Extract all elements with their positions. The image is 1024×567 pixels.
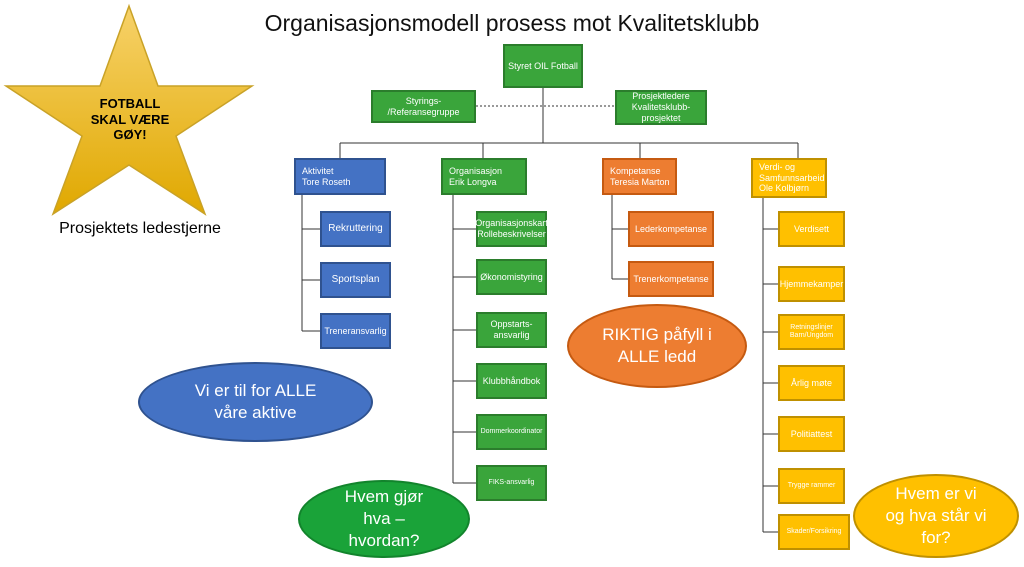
values-head-box: Verdi- og Samfunnsarbeid Ole Kolbjørn [751, 158, 827, 198]
values-item-police-certificate: Politiattest [778, 416, 845, 452]
organisation-item-fiks: FIKS-ansvarlig [476, 465, 547, 501]
bubble-yellow: Hvem er vi og hva står vi for? [853, 474, 1019, 558]
bubble-blue: Vi er til for ALLE våre aktive [138, 362, 373, 442]
competence-item-leader: Lederkompetanse [628, 211, 714, 247]
organisation-item-org-chart: Organisasjonskart Rollebeskrivelser [475, 211, 548, 247]
organisation-item-finance: Økonomistyring [476, 259, 547, 295]
star-slogan: FOTBALL SKAL VÆRE GØY! [90, 96, 170, 143]
activity-head-box: Aktivitet Tore Roseth [294, 158, 386, 195]
activity-item-recruitment: Rekruttering [320, 211, 391, 247]
organisation-item-referee: Dommerkoordinator [476, 414, 547, 450]
values-item-home-games: Hjemmekamper [778, 266, 845, 302]
page-title: Organisasjonsmodell prosess mot Kvalitet… [264, 10, 760, 36]
board-box: Styret OIL Fotball [503, 44, 583, 88]
values-item-annual-meeting: Årlig møte [778, 365, 845, 401]
organisation-item-startup: Oppstarts- ansvarlig [476, 312, 547, 348]
activity-item-coach-responsible: Treneransvarlig [320, 313, 391, 349]
values-item-safe-frames: Trygge rammer [778, 468, 845, 504]
values-item-value-set: Verdisett [778, 211, 845, 247]
values-item-insurance: Skader/Forsikring [778, 514, 850, 550]
activity-item-sports-plan: Sportsplan [320, 262, 391, 298]
star-caption: Prosjektets ledestjerne [59, 220, 221, 237]
steering-group-box: Styrings- /Referansegruppe [371, 90, 476, 123]
competence-head-box: Kompetanse Teresia Marton [602, 158, 677, 195]
organisation-item-handbook: Klubbhåndbok [476, 363, 547, 399]
organisation-head-box: Organisasjon Erik Longva [441, 158, 527, 195]
bubble-orange: RIKTIG påfyll i ALLE ledd [567, 304, 747, 388]
competence-item-coach: Trenerkompetanse [628, 261, 714, 297]
bubble-green: Hvem gjør hva – hvordan? [298, 480, 470, 558]
project-leaders-box: Prosjektledere Kvalitetsklubb- prosjekte… [615, 90, 707, 125]
values-item-guidelines: Retningslinjer Barn/Ungdom [778, 314, 845, 350]
star-shape [3, 3, 255, 216]
